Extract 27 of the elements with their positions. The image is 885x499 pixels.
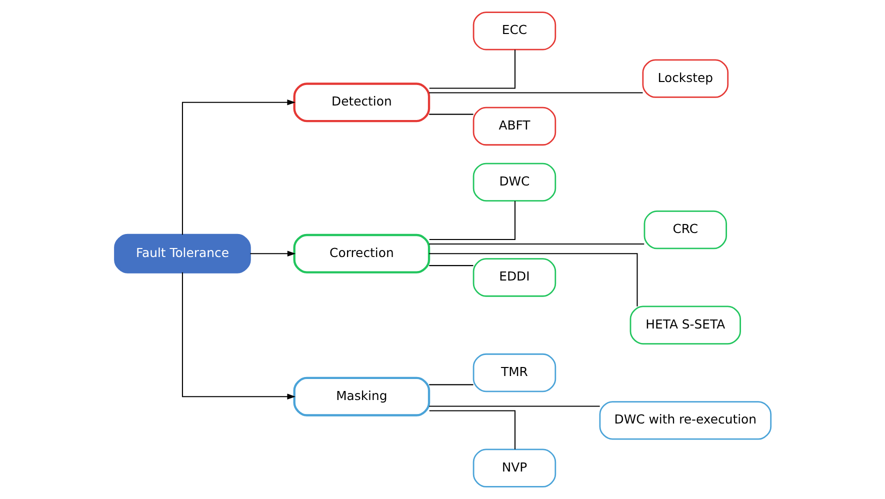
- node-box: Fault Tolerance: [114, 234, 250, 274]
- node-box: ECC: [472, 12, 556, 50]
- connector: [428, 406, 600, 407]
- node-box: Masking: [292, 376, 430, 416]
- node-box: Detection: [292, 82, 430, 122]
- node-box: DWC: [472, 162, 556, 202]
- node-box: HETA S-SETA: [629, 306, 740, 344]
- node-box: CRC: [643, 210, 727, 250]
- node-box: Lockstep: [642, 59, 728, 98]
- node-box: EDDI: [472, 258, 556, 297]
- connector: [428, 50, 516, 89]
- node-box: ABFT: [472, 106, 556, 146]
- node-box: NVP: [472, 448, 556, 488]
- node-box: Correction: [292, 234, 430, 274]
- connector: [428, 384, 473, 386]
- connector: [428, 92, 642, 94]
- arrow: [181, 100, 295, 235]
- connector: [428, 200, 516, 240]
- node-box: TMR: [472, 353, 556, 392]
- arrow: [250, 250, 296, 257]
- arrow: [181, 272, 295, 400]
- connector: [428, 410, 516, 450]
- connector: [428, 243, 644, 244]
- connector: [428, 114, 473, 115]
- connector: [428, 253, 638, 306]
- node-box: DWC with re-execution: [598, 401, 772, 440]
- connector: [428, 265, 473, 266]
